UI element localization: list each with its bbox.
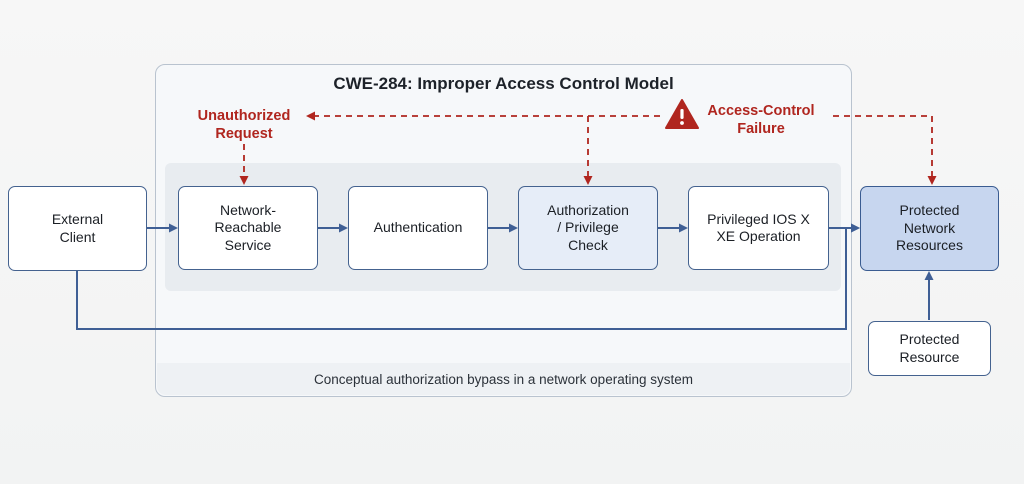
diagram-caption: Conceptual authorization bypass in a net… <box>314 372 693 387</box>
protected-network-resources-node: Protected Network Resources <box>860 186 999 271</box>
authentication-node: Authentication <box>348 186 488 270</box>
caption-band <box>157 363 850 395</box>
access-control-failure-label: Access-Control Failure <box>707 103 815 137</box>
privileged-operation-node: Privileged IOS X XE Operation <box>688 186 829 270</box>
network-service-node: Network- Reachable Service <box>178 186 318 270</box>
diagram-title: CWE-284: Improper Access Control Model <box>333 74 674 93</box>
external-client-node: External Client <box>8 186 147 271</box>
warning-triangle-icon <box>665 99 699 129</box>
unauthorized-request-label: Unauthorized Request <box>197 108 291 142</box>
authorization-node: Authorization / Privilege Check <box>518 186 658 270</box>
protected-resource-node: Protected Resource <box>868 321 991 376</box>
